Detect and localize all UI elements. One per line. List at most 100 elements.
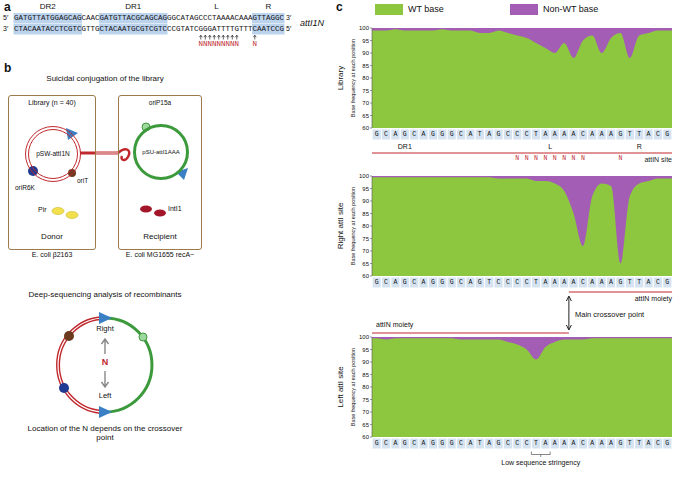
direction-arrow bbox=[102, 371, 109, 387]
orir6k-dot bbox=[59, 383, 69, 393]
moiety-label: attIN moiety bbox=[376, 321, 413, 329]
strain-name: E. coli β2163 bbox=[32, 251, 73, 259]
dna-sequence: CTACAATACCTCGTCGTTGCTACAATGCGTCGTCCCGTAT… bbox=[14, 25, 284, 34]
stringency-note: Low sequence stringency bbox=[501, 459, 580, 467]
ssdna-strand bbox=[118, 149, 129, 160]
position-arrow bbox=[231, 35, 234, 39]
chart-group bbox=[370, 28, 672, 457]
degenerate-base: N bbox=[253, 40, 258, 49]
plasmid-circle: pSU-attI1AAA bbox=[133, 124, 189, 180]
moiety-label: attIN moiety bbox=[635, 295, 672, 303]
bracket bbox=[531, 452, 550, 458]
site-label: L bbox=[214, 2, 218, 11]
site-label: DR1 bbox=[398, 143, 412, 151]
tick-label: 60 bbox=[362, 434, 369, 441]
panel-letter: c bbox=[336, 1, 343, 15]
plasmid-circle: pSW-attI1N bbox=[25, 126, 81, 182]
origin-label: oriR6K bbox=[15, 184, 35, 191]
tick-label: 60 bbox=[362, 273, 369, 280]
legend-text: Non-WT base bbox=[543, 4, 598, 15]
conjugation-strand bbox=[96, 152, 118, 155]
y-tick bbox=[370, 176, 372, 177]
plasmid-name: pSU-attI1AAA bbox=[142, 149, 179, 156]
y-tick bbox=[370, 201, 372, 202]
y-tick bbox=[370, 40, 372, 41]
protein-label: Pir bbox=[38, 206, 47, 214]
crossover-note: Main crossover point bbox=[575, 311, 644, 320]
y-tick bbox=[370, 374, 372, 375]
origin-label: oriT bbox=[77, 177, 88, 184]
row-title: Library bbox=[336, 66, 345, 90]
tick-label: 85 bbox=[362, 62, 369, 69]
tick-label: 95 bbox=[362, 185, 369, 192]
orit-dot bbox=[68, 169, 76, 177]
ssdna-strand bbox=[80, 152, 96, 155]
cell-box: RecipientE. coli MG1655 recA−pSU-attI1AA… bbox=[118, 95, 202, 250]
orip15a-dot bbox=[139, 333, 147, 341]
y-tick bbox=[370, 90, 372, 91]
position-arrow bbox=[235, 35, 238, 39]
axis-title: Base frequency at each position bbox=[349, 187, 355, 265]
tick-label: 90 bbox=[362, 50, 369, 57]
y-tick bbox=[370, 399, 372, 400]
non-wt-area bbox=[372, 176, 672, 264]
legend-text: WT base bbox=[408, 4, 444, 15]
degenerate-base: N bbox=[102, 357, 109, 367]
tick-label: 75 bbox=[362, 235, 369, 242]
position-arrow bbox=[253, 35, 256, 39]
tick-label: 100 bbox=[359, 173, 369, 180]
y-tick bbox=[370, 103, 372, 104]
y-tick bbox=[370, 412, 372, 413]
tick-label: 80 bbox=[362, 223, 369, 230]
position-arrow bbox=[199, 35, 202, 39]
tick-label: 65 bbox=[362, 421, 369, 428]
position-arrow bbox=[204, 35, 207, 39]
strand-end: 3′ bbox=[286, 14, 291, 22]
y-tick bbox=[370, 362, 372, 363]
orit-dot bbox=[64, 331, 74, 341]
tick-label: 95 bbox=[362, 37, 369, 44]
y-tick bbox=[370, 387, 372, 388]
y-tick bbox=[370, 424, 372, 425]
inti1-protein bbox=[140, 206, 152, 213]
y-tick bbox=[370, 226, 372, 227]
position-arrow bbox=[208, 35, 211, 39]
site-name: attIN site bbox=[644, 156, 672, 164]
pir-protein bbox=[52, 208, 64, 215]
site-label: R bbox=[265, 2, 271, 11]
tick-label: 70 bbox=[362, 409, 369, 416]
y-tick bbox=[370, 65, 372, 66]
y-tick bbox=[370, 251, 372, 252]
tick-label: 75 bbox=[362, 87, 369, 94]
position-arrow bbox=[213, 35, 216, 39]
tick-label: 90 bbox=[362, 359, 369, 366]
strand-end: 3′ bbox=[3, 25, 8, 33]
axis-sequence: GCAGCAGGGCAGTCCCCTAAAACAAAGTTACG bbox=[375, 279, 675, 286]
tick-label: 90 bbox=[362, 198, 369, 205]
axis-title: Base frequency at each position bbox=[349, 39, 355, 117]
y-tick bbox=[370, 213, 372, 214]
y-tick bbox=[370, 28, 372, 29]
strand-end: 5′ bbox=[3, 14, 8, 22]
cell-box: DonorE. coli β2163pSW-attI1N bbox=[8, 95, 96, 250]
base-frequency-chart bbox=[370, 176, 672, 330]
orip15a-dot bbox=[142, 123, 150, 131]
y-tick bbox=[370, 115, 372, 116]
y-tick bbox=[370, 437, 372, 438]
legend-swatch bbox=[510, 4, 538, 15]
atti-site-arrow bbox=[99, 406, 112, 418]
step-title: Suicidal conjugation of the library bbox=[46, 74, 163, 83]
degenerate-base: NNNNNNNN bbox=[515, 155, 590, 162]
base-frequency-chart bbox=[370, 333, 672, 457]
pir-protein bbox=[66, 212, 78, 219]
panel-letter: b bbox=[4, 62, 11, 76]
protein-label: IntI1 bbox=[168, 205, 182, 213]
y-tick bbox=[370, 188, 372, 189]
tick-label: 85 bbox=[362, 371, 369, 378]
site-name: attI1N bbox=[300, 18, 324, 28]
tick-label: 75 bbox=[362, 396, 369, 403]
axis-title: Base frequency at each position bbox=[349, 348, 355, 426]
repeat-label: DR2 bbox=[40, 2, 56, 11]
cell-role: Recipient bbox=[143, 232, 176, 241]
row-title: Right attI site bbox=[336, 203, 345, 250]
